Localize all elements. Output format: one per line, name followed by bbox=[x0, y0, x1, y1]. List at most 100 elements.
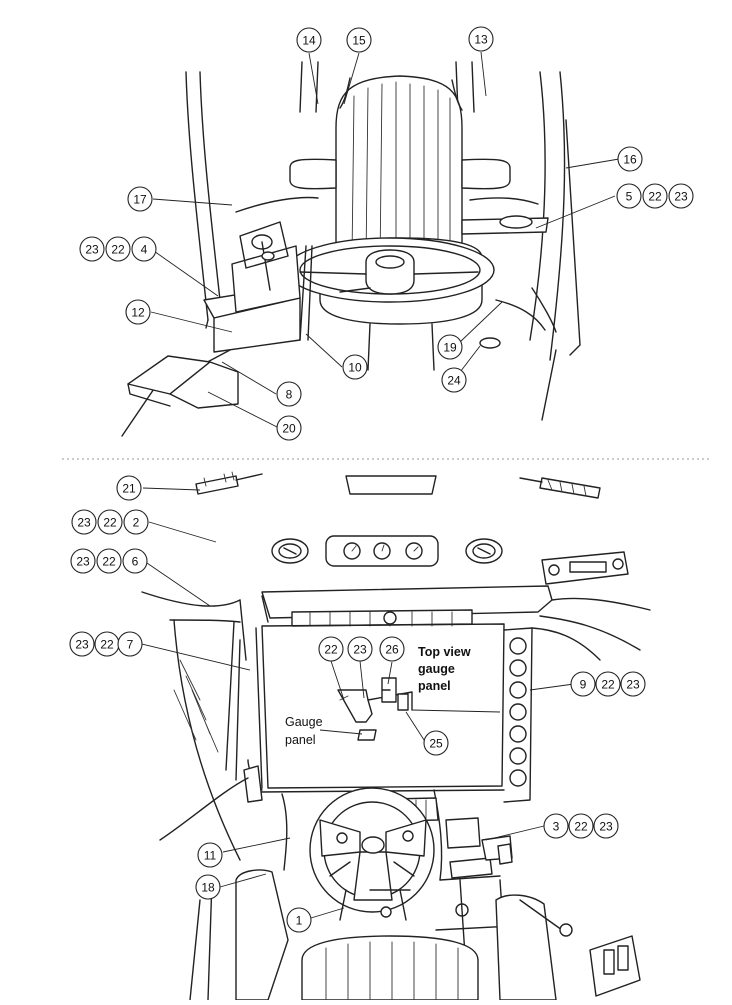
callout-circle bbox=[568, 813, 594, 839]
callout-bubble: 23 bbox=[69, 631, 95, 657]
gauge-panel-inset bbox=[337, 677, 413, 741]
callout-number: 22 bbox=[100, 638, 114, 652]
callout-number: 15 bbox=[352, 34, 366, 48]
callout-circle bbox=[347, 636, 373, 662]
callout-number: 2 bbox=[133, 516, 140, 530]
callout-number: 22 bbox=[103, 516, 117, 530]
callout-circle bbox=[595, 671, 621, 697]
callout-number: 23 bbox=[599, 820, 613, 834]
callout-circle bbox=[197, 842, 223, 868]
callout-bubble: 23 bbox=[668, 183, 694, 209]
callout-number: 4 bbox=[141, 243, 148, 257]
callout-bubble: 2 bbox=[123, 509, 149, 535]
callout-circle bbox=[423, 730, 449, 756]
callout-number: 23 bbox=[76, 555, 90, 569]
callout-number: 1 bbox=[296, 914, 303, 928]
callout-number: 23 bbox=[674, 190, 688, 204]
callout-number: 23 bbox=[85, 243, 99, 257]
callout-bubble: 15 bbox=[346, 27, 372, 53]
callout-number: 22 bbox=[648, 190, 662, 204]
callout-bubble: 22 bbox=[94, 631, 120, 657]
callout-bubble: 22 bbox=[96, 548, 122, 574]
callout-circle bbox=[441, 367, 467, 393]
vent-right bbox=[465, 538, 503, 564]
callout-number: 22 bbox=[601, 678, 615, 692]
callout-bubble: 23 bbox=[70, 548, 96, 574]
top-view-label-line3: panel bbox=[418, 679, 451, 693]
callout-number: 11 bbox=[204, 849, 217, 863]
callout-circle bbox=[117, 631, 143, 657]
callout-circle bbox=[286, 907, 312, 933]
callout-circle bbox=[543, 813, 569, 839]
callout-circle bbox=[105, 236, 131, 262]
callout-circle bbox=[276, 381, 302, 407]
callout-number: 18 bbox=[201, 881, 215, 895]
inset-labels: Top view gauge panel Gauge panel bbox=[285, 645, 471, 747]
callout-bubble: 6 bbox=[122, 548, 148, 574]
callout-circle bbox=[616, 183, 642, 209]
leader-lines bbox=[141, 51, 620, 919]
radio-unit bbox=[541, 551, 629, 585]
callout-number: 23 bbox=[626, 678, 640, 692]
callout-circle bbox=[437, 334, 463, 360]
callout-number: 17 bbox=[133, 193, 147, 207]
callout-number: 7 bbox=[127, 638, 134, 652]
callout-bubble: 23 bbox=[79, 236, 105, 262]
callout-number: 20 bbox=[282, 422, 296, 436]
callout-bubble: 23 bbox=[71, 509, 97, 535]
callout-circle bbox=[125, 299, 151, 325]
callout-circle bbox=[70, 548, 96, 574]
callout-bubble: 22 bbox=[642, 183, 668, 209]
callout-number: 24 bbox=[447, 374, 461, 388]
callout-circle bbox=[127, 186, 153, 212]
callout-number: 25 bbox=[429, 737, 443, 751]
callout-bubble: 26 bbox=[379, 636, 405, 662]
callout-circle bbox=[342, 354, 368, 380]
callout-circle bbox=[97, 509, 123, 535]
callout-bubble: 23 bbox=[347, 636, 373, 662]
callout-bubble: 19 bbox=[437, 334, 463, 360]
callout-bubble: 22 bbox=[595, 671, 621, 697]
callout-bubble: 23 bbox=[593, 813, 619, 839]
callout-bubble: 18 bbox=[195, 874, 221, 900]
cab-overview-drawing bbox=[121, 61, 581, 437]
gauge-panel-label-line2: panel bbox=[285, 733, 316, 747]
callout-number: 21 bbox=[122, 482, 136, 496]
callout-number: 22 bbox=[102, 555, 116, 569]
callout-circle bbox=[379, 636, 405, 662]
callout-circle bbox=[276, 415, 302, 441]
callout-circle bbox=[69, 631, 95, 657]
vent-left bbox=[271, 538, 309, 564]
callout-bubble: 9 bbox=[570, 671, 596, 697]
callout-number: 16 bbox=[623, 153, 637, 167]
callout-bubble: 5 bbox=[616, 183, 642, 209]
callout-bubble: 21 bbox=[116, 475, 142, 501]
callout-bubble: 22 bbox=[97, 509, 123, 535]
callout-number: 26 bbox=[385, 643, 399, 657]
callout-circle bbox=[195, 874, 221, 900]
callout-circle bbox=[642, 183, 668, 209]
top-view-label-line1: Top view bbox=[418, 645, 471, 659]
callout-number: 10 bbox=[348, 361, 362, 375]
callout-circle bbox=[346, 27, 372, 53]
callout-bubble: 17 bbox=[127, 186, 153, 212]
callout-circle bbox=[122, 548, 148, 574]
callout-bubble: 22 bbox=[568, 813, 594, 839]
callout-bubble: 4 bbox=[131, 236, 157, 262]
callout-bubble: 23 bbox=[620, 671, 646, 697]
callout-number: 3 bbox=[553, 820, 560, 834]
gauge-panel-label-line1: Gauge bbox=[285, 715, 323, 729]
callout-bubble: 24 bbox=[441, 367, 467, 393]
callout-number: 19 bbox=[443, 341, 457, 355]
callout-number: 5 bbox=[626, 190, 633, 204]
callout-bubble: 20 bbox=[276, 415, 302, 441]
callout-number: 14 bbox=[302, 34, 316, 48]
callout-number: 6 bbox=[132, 555, 139, 569]
callout-bubble: 12 bbox=[125, 299, 151, 325]
callout-bubble: 11 bbox=[197, 842, 223, 868]
callout-circle bbox=[96, 548, 122, 574]
callout-number: 13 bbox=[474, 33, 488, 47]
